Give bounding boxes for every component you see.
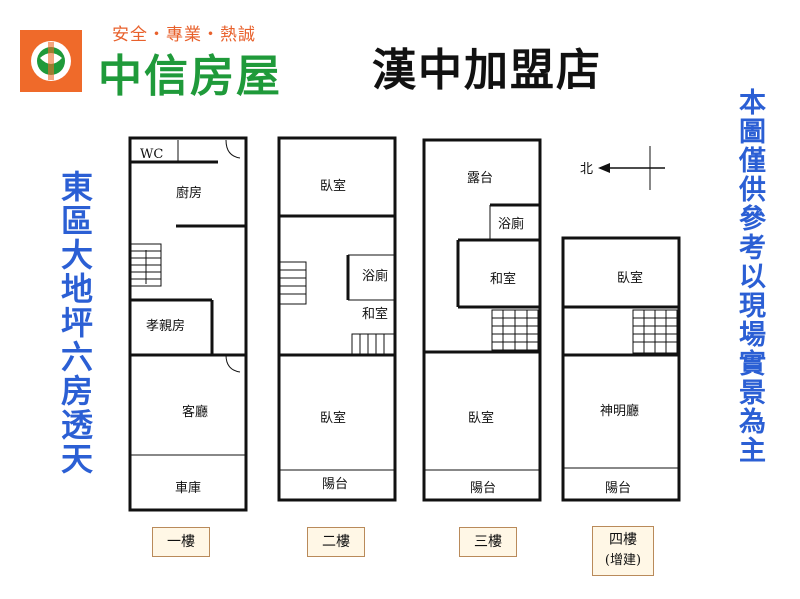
room-label: 客廳 [182,404,208,420]
floor-label-4: 四樓 (增建) [592,526,654,576]
room-label: 陽台 [605,481,631,496]
tagline: 安全・專業・熱誠 [112,25,256,45]
property-description: 東區大地坪六房透天 [56,170,94,476]
company-logo [20,30,82,92]
floor-plan-1: WC 廚房 孝親房 客廳 車庫 [128,136,248,512]
floor-plan-4: 臥室 神明廳 陽台 [561,236,681,502]
floor-plan-3: 露台 浴廁 和室 臥室 陽台 [422,138,542,502]
room-label: 臥室 [617,270,643,286]
floor-label-3: 三樓 [459,527,517,557]
room-label: 臥室 [320,178,346,194]
floor-label-2: 二樓 [307,527,365,557]
floor-label-4-main: 四樓 [609,532,637,548]
room-label: 神明廳 [600,403,639,419]
disclaimer: 本圖僅供參考以現場實景為主 [734,88,765,465]
room-label: WC [140,147,163,162]
room-label: 臥室 [468,410,494,426]
room-label: 車庫 [175,481,201,496]
room-label: 浴廁 [362,268,388,284]
room-label: 和室 [490,271,516,287]
room-label: 浴廁 [498,216,524,232]
floor-label-4-sub: (增建) [604,553,642,568]
room-label: 露台 [467,171,493,186]
room-label: 廚房 [176,185,202,201]
floor-plan-2: 臥室 浴廁 和室 臥室 陽台 [277,136,397,502]
brand-name: 中信房屋 [98,51,282,102]
room-label: 臥室 [320,410,346,426]
room-label: 陽台 [322,477,348,492]
room-label: 和室 [362,306,388,322]
room-label: 孝親房 [146,318,185,334]
room-label: 陽台 [470,481,496,496]
floor-label-1: 一樓 [152,527,210,557]
shop-title: 漢中加盟店 [372,45,602,96]
compass-label: 北 [580,162,593,177]
globe-icon [31,41,71,81]
north-arrow-icon: 北 [580,146,665,190]
